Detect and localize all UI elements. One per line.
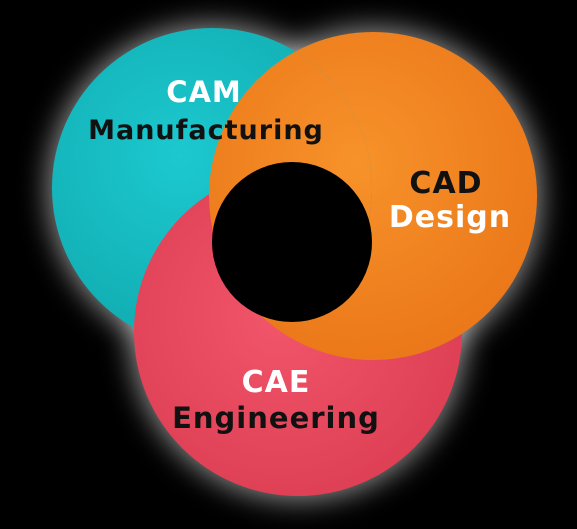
cam-subtitle: Manufacturing — [88, 115, 324, 146]
center-hole — [212, 162, 372, 322]
cad-acronym: CAD — [409, 166, 482, 201]
cam-acronym: CAM — [166, 75, 242, 109]
cae-subtitle: Engineering — [172, 401, 380, 435]
cae-acronym: CAE — [242, 365, 311, 400]
cad-subtitle: Design — [389, 200, 511, 235]
